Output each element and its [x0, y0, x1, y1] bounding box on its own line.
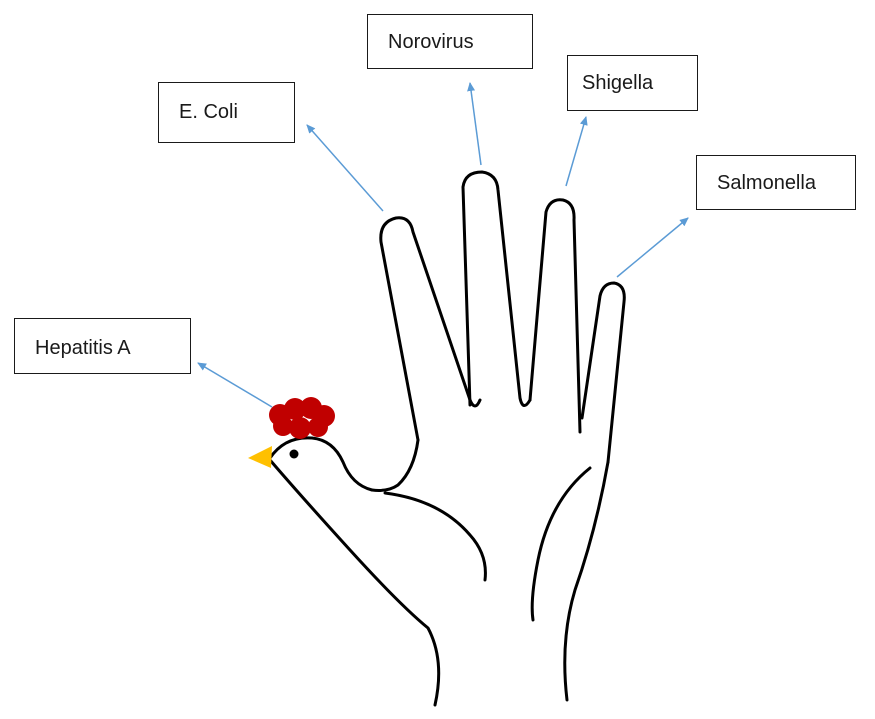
beak-icon: [248, 446, 272, 468]
hand-right-edge: [565, 462, 608, 700]
label-hepatitis-a-text: Hepatitis A: [35, 337, 131, 359]
label-salmonella: Salmonella: [696, 155, 856, 210]
label-shigella-text: Shigella: [582, 72, 653, 94]
palm-crease-left: [385, 493, 485, 580]
label-hepatitis-a: Hepatitis A: [14, 318, 191, 374]
label-norovirus: Norovirus: [367, 14, 533, 69]
label-ecoli: E. Coli: [158, 82, 295, 143]
chicken-head: [270, 438, 372, 490]
label-shigella: Shigella: [567, 55, 698, 111]
arrow-salmonella: [617, 218, 688, 277]
arrow-shigella: [566, 117, 586, 186]
label-salmonella-text: Salmonella: [717, 172, 816, 194]
chicken-underside: [270, 460, 439, 705]
arrow-norovirus: [470, 83, 481, 165]
eye-icon: [290, 450, 299, 459]
little-finger: [582, 283, 624, 462]
label-norovirus-text: Norovirus: [388, 31, 474, 53]
arrow-hepatitis-a: [198, 363, 272, 407]
hand-left-edge: [372, 440, 418, 490]
middle-finger: [463, 172, 530, 406]
ring-finger: [530, 200, 580, 432]
palm-crease-right: [532, 468, 590, 620]
hand-illustration: [270, 172, 624, 705]
comb-icon: [269, 397, 335, 439]
arrow-ecoli: [307, 125, 383, 211]
label-ecoli-text: E. Coli: [179, 101, 238, 123]
